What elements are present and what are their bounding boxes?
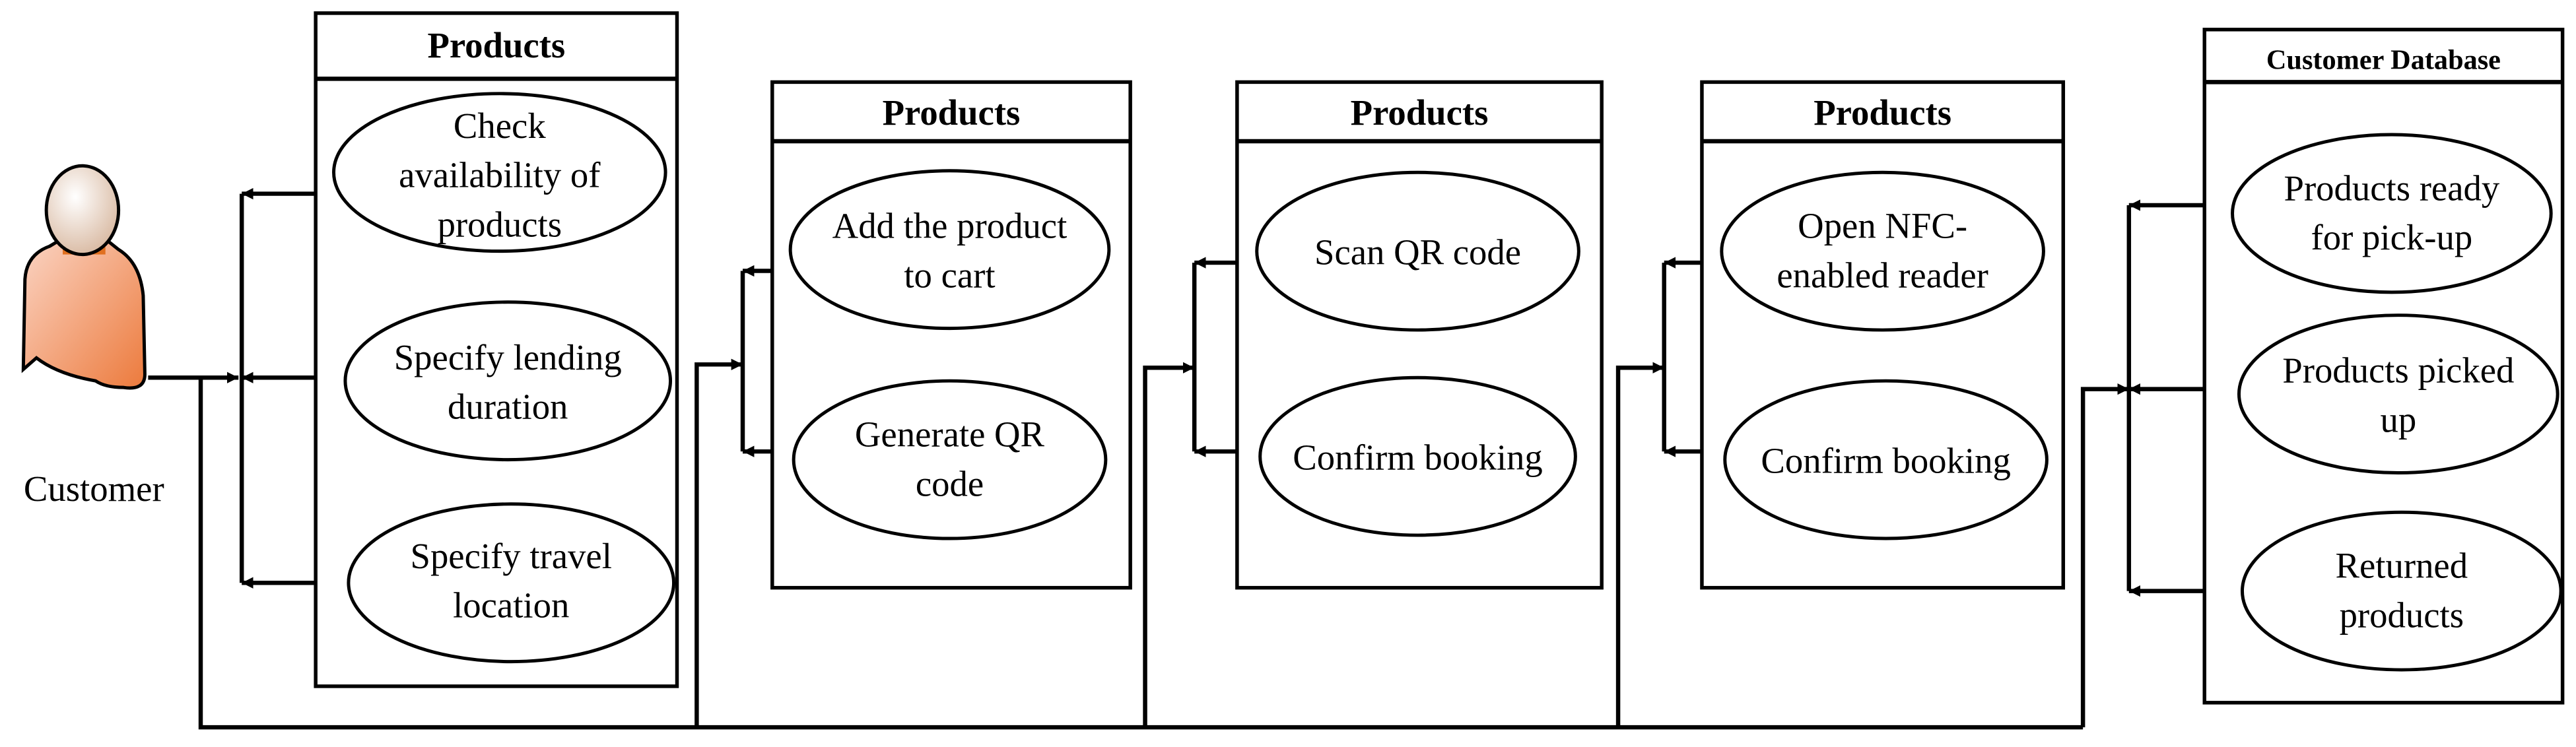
use-case-confirm-booking: Confirm booking [1723,379,2049,540]
svg-text:Open NFC-enabled reader: Open NFC-enabled reader [1777,206,1988,296]
lane-products-4: Products Open NFC-enabled reader Confirm… [1700,80,2066,590]
lane-products-3: Products Scan QR code Confirm booking [1235,80,1604,590]
svg-text:Confirm booking: Confirm booking [1761,441,2010,481]
connectors [148,187,2243,730]
svg-text:Confirm booking: Confirm booking [1293,438,1542,478]
lane-title: Products [427,25,565,65]
customer-actor: Customer [21,164,164,509]
lane-title: Products [1813,92,1951,133]
lane-title: Products [883,92,1021,133]
actor-label: Customer [24,469,164,509]
person-icon [21,164,147,390]
svg-text:Scan QR code: Scan QR code [1314,232,1521,273]
lane-title: Products [1351,92,1489,133]
use-case-open-nfc-reader: Open NFC-enabled reader [1720,170,2045,332]
use-case-confirm-booking: Confirm booking [1258,375,1577,537]
use-case-scan-qr: Scan QR code [1255,170,1580,332]
lane-title: Customer Database [2266,44,2501,75]
